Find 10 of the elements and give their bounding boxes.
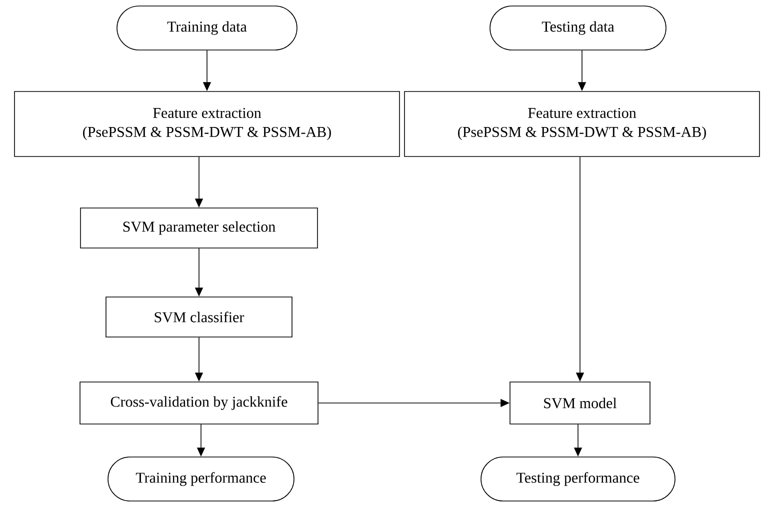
process-box: SVM parameter selection bbox=[80, 208, 318, 248]
terminal-box: Testing data bbox=[490, 6, 666, 50]
terminal-box: Testing performance bbox=[480, 456, 676, 502]
process-box: Cross-validation by jackknife bbox=[80, 382, 318, 424]
process-box: Feature extraction (PsePSSM & PSSM-DWT & PSSM-AB) bbox=[404, 91, 760, 157]
terminal-box: Training performance bbox=[108, 456, 294, 502]
process-box: Feature extraction (PsePSSM & PSSM-DWT & PSSM-AB) bbox=[14, 91, 400, 157]
process-box: SVM model bbox=[510, 382, 650, 424]
process-box: SVM classifier bbox=[106, 296, 292, 338]
terminal-box: Training data bbox=[116, 6, 298, 50]
